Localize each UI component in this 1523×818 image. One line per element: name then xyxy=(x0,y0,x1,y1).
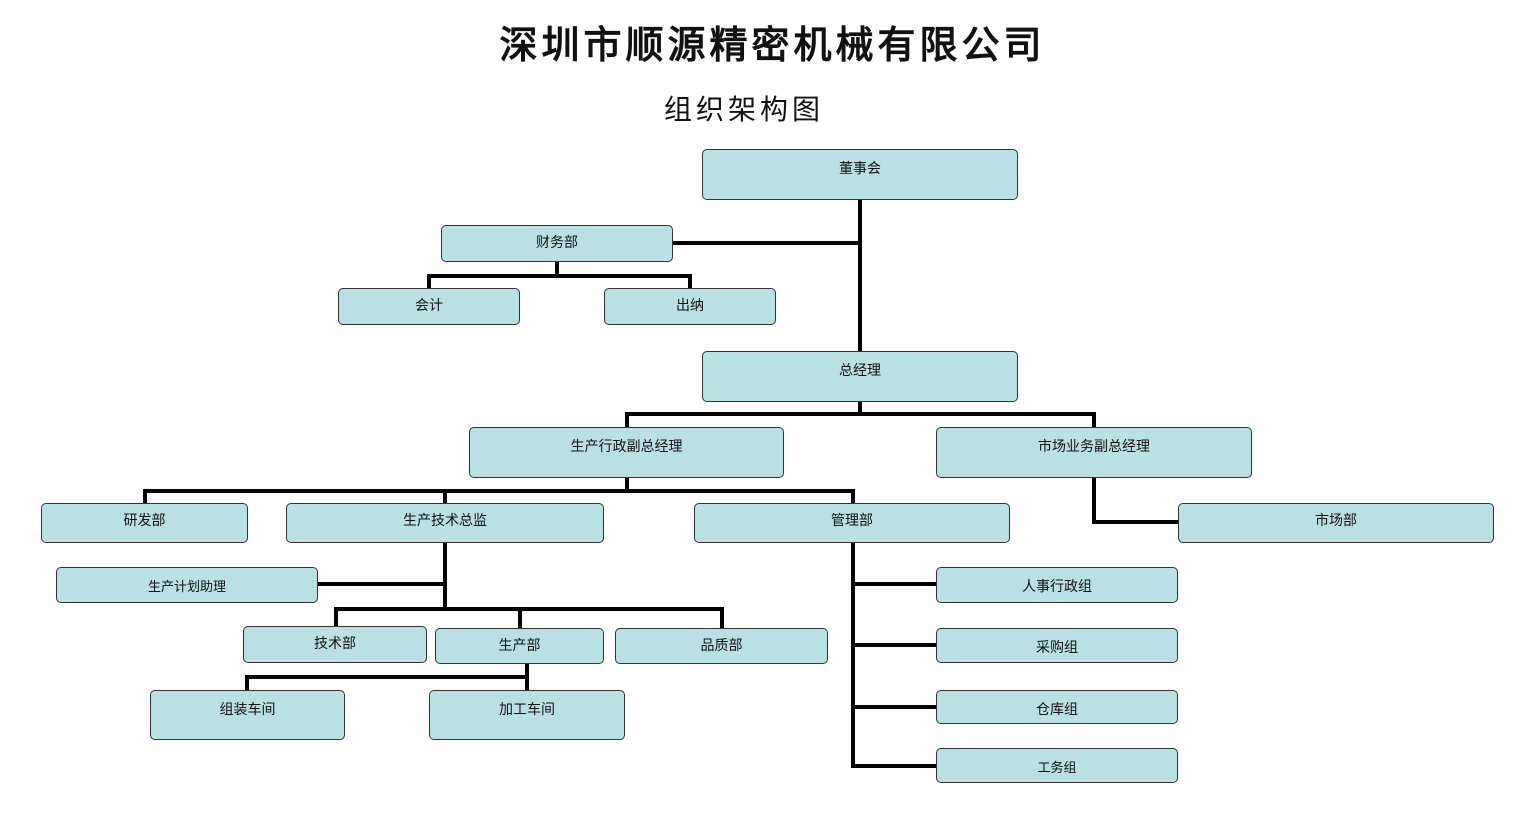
node-quality[interactable]: 品质部 xyxy=(615,628,828,664)
node-engineering-affairs-group[interactable]: 工务组 xyxy=(936,748,1178,783)
node-production-tech-director[interactable]: 生产技术总监 xyxy=(286,503,604,543)
node-finance[interactable]: 财务部 xyxy=(441,225,673,262)
node-purchasing-group[interactable]: 采购组 xyxy=(936,628,1178,663)
node-planning-assistant[interactable]: 生产计划助理 xyxy=(56,567,318,603)
node-cashier[interactable]: 出纳 xyxy=(604,288,776,325)
node-warehouse-group[interactable]: 仓库组 xyxy=(936,690,1178,724)
node-production-admin-vp[interactable]: 生产行政副总经理 xyxy=(469,427,784,478)
node-board[interactable]: 董事会 xyxy=(702,149,1018,200)
node-accounting[interactable]: 会计 xyxy=(338,288,520,325)
node-tech[interactable]: 技术部 xyxy=(243,626,427,663)
chart-title: 组织架构图 xyxy=(663,93,824,126)
node-rd[interactable]: 研发部 xyxy=(41,503,248,543)
company-title: 深圳市顺源精密机械有限公司 xyxy=(499,22,1046,67)
node-general-manager[interactable]: 总经理 xyxy=(702,351,1018,402)
node-hr-admin-group[interactable]: 人事行政组 xyxy=(936,567,1178,603)
node-machining-workshop[interactable]: 加工车间 xyxy=(429,690,625,740)
node-market-vp[interactable]: 市场业务副总经理 xyxy=(936,427,1252,478)
node-market[interactable]: 市场部 xyxy=(1178,503,1494,543)
node-admin[interactable]: 管理部 xyxy=(694,503,1010,543)
node-production[interactable]: 生产部 xyxy=(435,628,604,664)
node-assembly-workshop[interactable]: 组装车间 xyxy=(150,690,345,740)
